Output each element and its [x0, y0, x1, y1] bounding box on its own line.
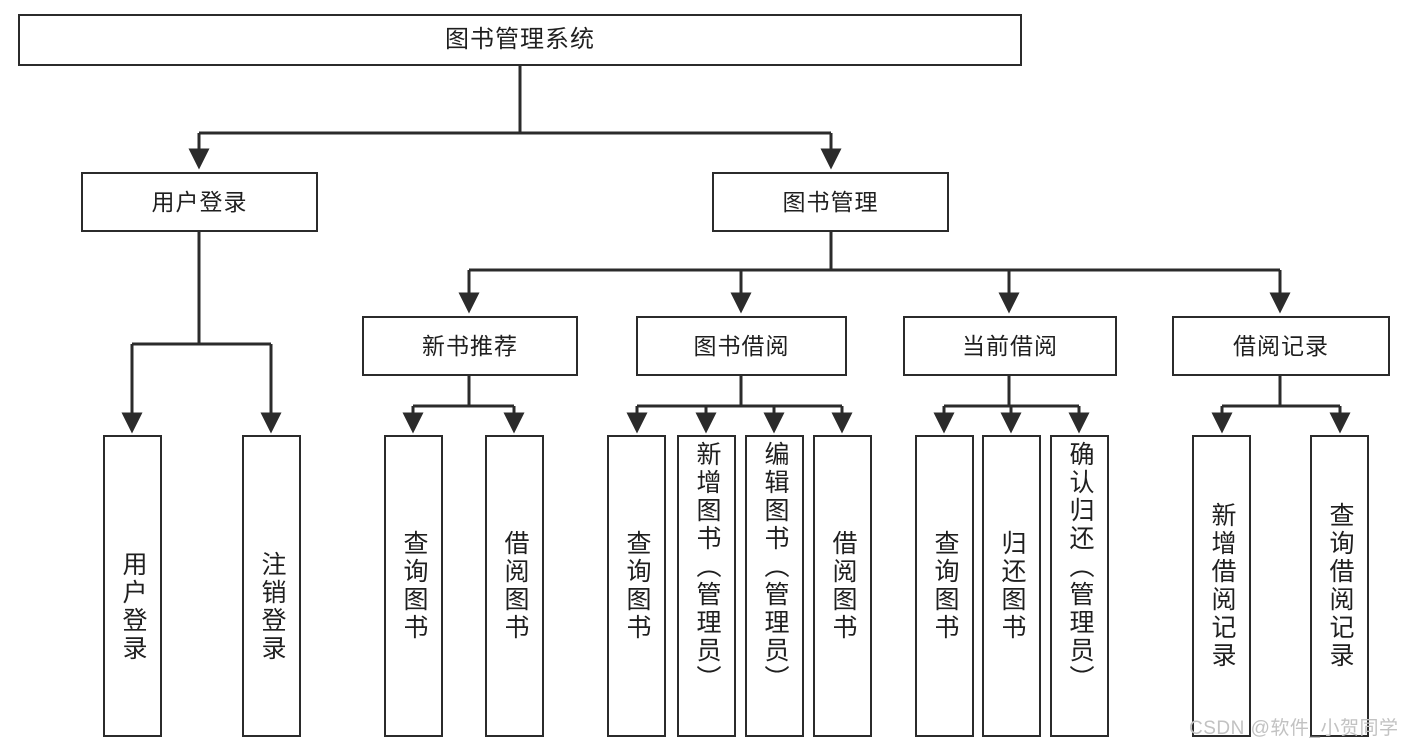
node-leaf-borrow-book-2-label: 借阅图书 — [829, 530, 857, 642]
node-book-borrow-label: 图书借阅 — [693, 332, 790, 359]
node-leaf-query-book-3[interactable]: 查询图书 — [915, 435, 974, 737]
node-leaf-query-book-1[interactable]: 查询图书 — [384, 435, 443, 737]
node-leaf-query-borrow-record-label: 查询借阅记录 — [1326, 502, 1354, 670]
node-leaf-confirm-return-admin[interactable]: 确认归还（管理员） — [1050, 435, 1109, 737]
node-leaf-logout[interactable]: 注销登录 — [242, 435, 301, 737]
node-leaf-query-book-3-label: 查询图书 — [931, 530, 959, 642]
node-leaf-logout-label: 注销登录 — [258, 551, 286, 663]
node-root-label: 图书管理系统 — [445, 26, 595, 54]
node-leaf-add-book-admin-label: 新增图书（管理员） — [693, 441, 721, 693]
node-leaf-borrow-book-1-label: 借阅图书 — [501, 530, 529, 642]
node-book-borrow[interactable]: 图书借阅 — [636, 316, 847, 376]
node-leaf-edit-book-admin[interactable]: 编辑图书（管理员） — [745, 435, 804, 737]
node-borrow-record-label: 借阅记录 — [1233, 332, 1329, 359]
watermark-text: CSDN @软件_小贺同学 — [1189, 718, 1399, 739]
node-leaf-return-book-label: 归还图书 — [998, 530, 1026, 642]
node-leaf-user-login[interactable]: 用户登录 — [103, 435, 162, 737]
node-leaf-query-book-2-label: 查询图书 — [623, 530, 651, 642]
node-leaf-confirm-return-admin-label: 确认归还（管理员） — [1066, 441, 1094, 693]
node-leaf-query-book-2[interactable]: 查询图书 — [607, 435, 666, 737]
node-current-borrow[interactable]: 当前借阅 — [903, 316, 1117, 376]
node-leaf-add-borrow-record-label: 新增借阅记录 — [1208, 502, 1236, 670]
node-book-management-label: 图书管理 — [782, 188, 879, 215]
node-user-login[interactable]: 用户登录 — [81, 172, 318, 232]
node-leaf-add-borrow-record[interactable]: 新增借阅记录 — [1192, 435, 1251, 737]
node-leaf-return-book[interactable]: 归还图书 — [982, 435, 1041, 737]
node-leaf-edit-book-admin-label: 编辑图书（管理员） — [761, 441, 789, 693]
node-borrow-record[interactable]: 借阅记录 — [1172, 316, 1390, 376]
node-leaf-query-book-1-label: 查询图书 — [400, 530, 428, 642]
node-new-book-recommend-label: 新书推荐 — [422, 332, 518, 359]
node-user-login-label: 用户登录 — [151, 188, 248, 215]
node-leaf-borrow-book-2[interactable]: 借阅图书 — [813, 435, 872, 737]
node-leaf-query-borrow-record[interactable]: 查询借阅记录 — [1310, 435, 1369, 737]
node-leaf-add-book-admin[interactable]: 新增图书（管理员） — [677, 435, 736, 737]
node-leaf-user-login-label: 用户登录 — [119, 551, 147, 663]
node-root[interactable]: 图书管理系统 — [18, 14, 1022, 66]
node-current-borrow-label: 当前借阅 — [962, 332, 1058, 359]
node-leaf-borrow-book-1[interactable]: 借阅图书 — [485, 435, 544, 737]
node-new-book-recommend[interactable]: 新书推荐 — [362, 316, 578, 376]
node-book-management[interactable]: 图书管理 — [712, 172, 949, 232]
